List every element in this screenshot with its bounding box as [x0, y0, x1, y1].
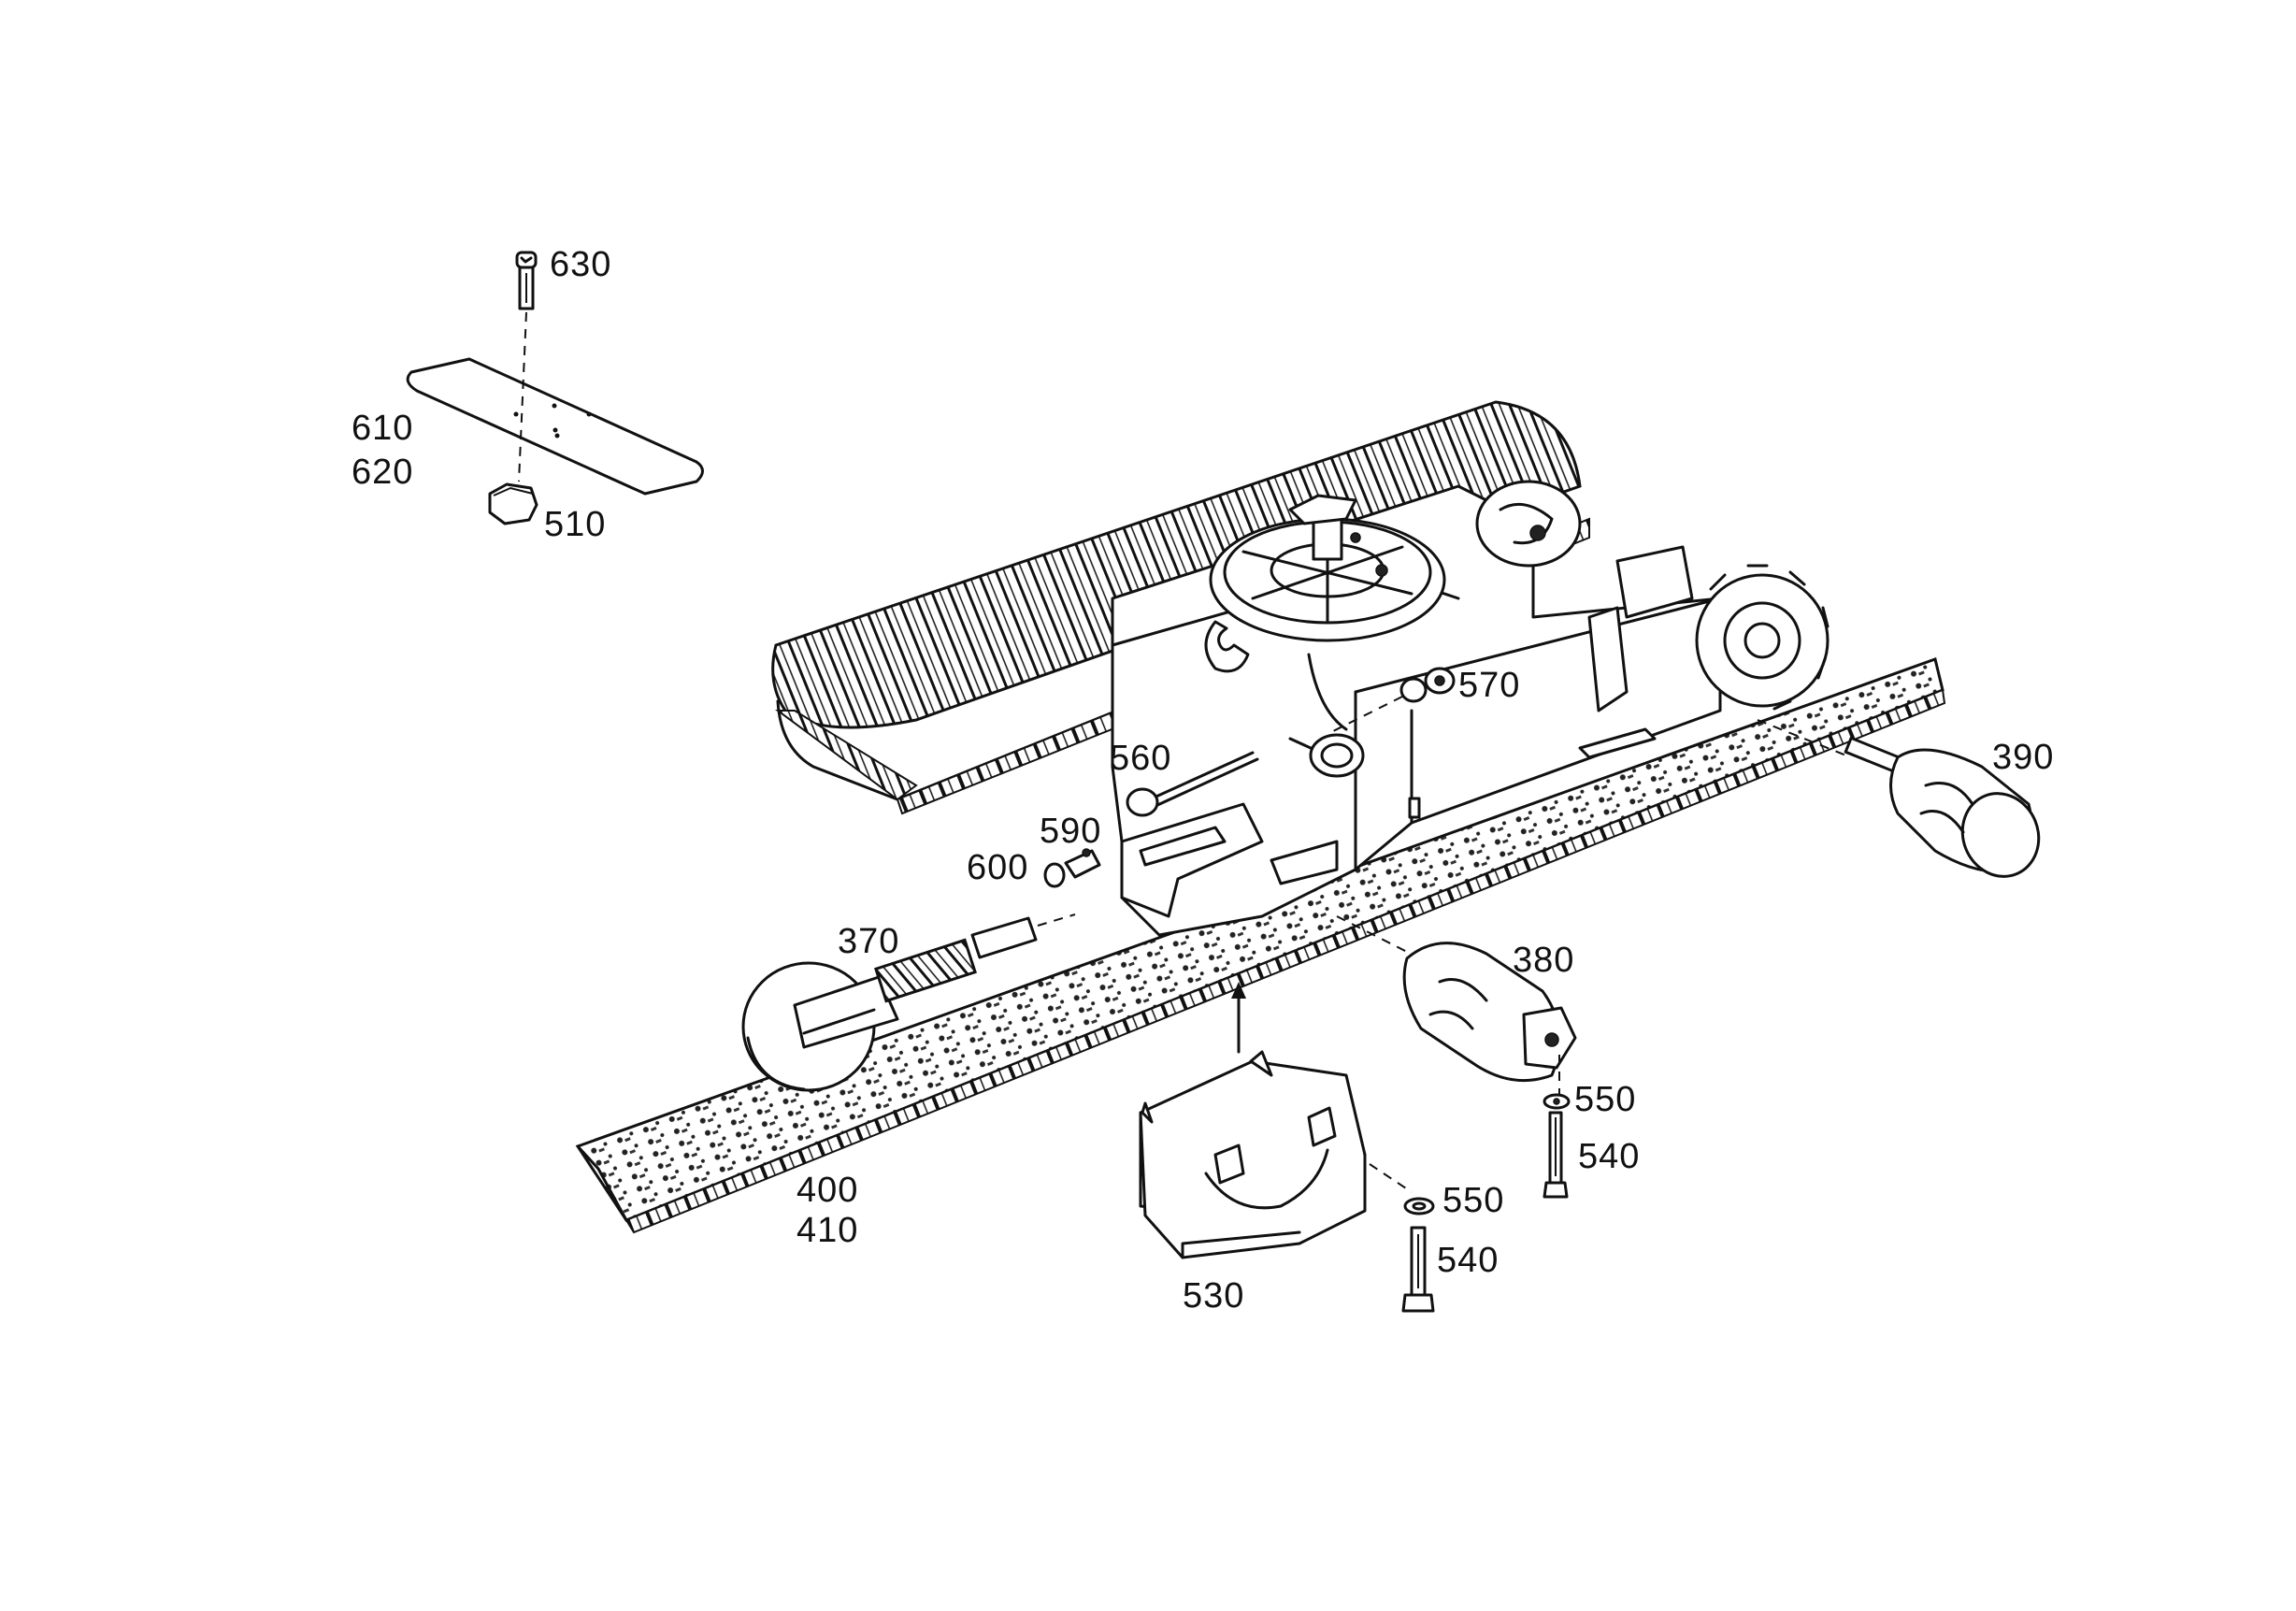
part-label-400: 400 — [796, 1171, 859, 1210]
bolt-540-right — [1543, 1111, 1569, 1199]
part-label-530: 530 — [1183, 1276, 1245, 1316]
track-bolt-630 — [515, 251, 538, 482]
part-label-510: 510 — [544, 505, 607, 544]
bolt-540-centre — [1401, 1226, 1435, 1313]
grease-valve — [1288, 733, 1365, 778]
drive-sprocket — [1615, 545, 1830, 711]
grease-fitting-590 — [1064, 848, 1101, 879]
idler-recoil-370 — [741, 913, 1076, 1092]
part-label-560: 560 — [1110, 739, 1172, 778]
part-label-410: 410 — [796, 1211, 859, 1250]
nut-570 — [1327, 667, 1456, 735]
part-label-390: 390 — [1992, 738, 2055, 777]
part-label-600: 600 — [967, 848, 1029, 887]
part-label-620: 620 — [352, 453, 414, 492]
part-label-540-centre: 540 — [1437, 1241, 1500, 1280]
part-label-630: 630 — [550, 245, 612, 284]
towing-hook — [1204, 620, 1250, 673]
part-label-590: 590 — [1040, 812, 1102, 851]
track-nut-510 — [488, 482, 538, 525]
washer-550-right — [1543, 1093, 1571, 1110]
track-chain-lower — [575, 657, 1946, 1234]
washer-550-centre — [1369, 1163, 1435, 1215]
final-drive — [1475, 480, 1582, 568]
slewing-ring — [1209, 494, 1446, 642]
part-label-550-centre: 550 — [1442, 1181, 1505, 1220]
track-roller-380 — [1336, 915, 1577, 1094]
part-label-540-right: 540 — [1578, 1137, 1641, 1176]
carrier-roller-390 — [1757, 719, 2041, 878]
bolt-560 — [1126, 751, 1259, 817]
part-label-570: 570 — [1458, 666, 1521, 705]
track-guide-530 — [1139, 982, 1367, 1259]
part-label-610: 610 — [352, 409, 414, 448]
part-label-550-right: 550 — [1574, 1080, 1637, 1119]
part-label-370: 370 — [838, 922, 900, 961]
ring-600 — [1043, 862, 1066, 888]
part-label-380: 380 — [1513, 941, 1575, 980]
track-shoe-plate — [406, 357, 704, 496]
